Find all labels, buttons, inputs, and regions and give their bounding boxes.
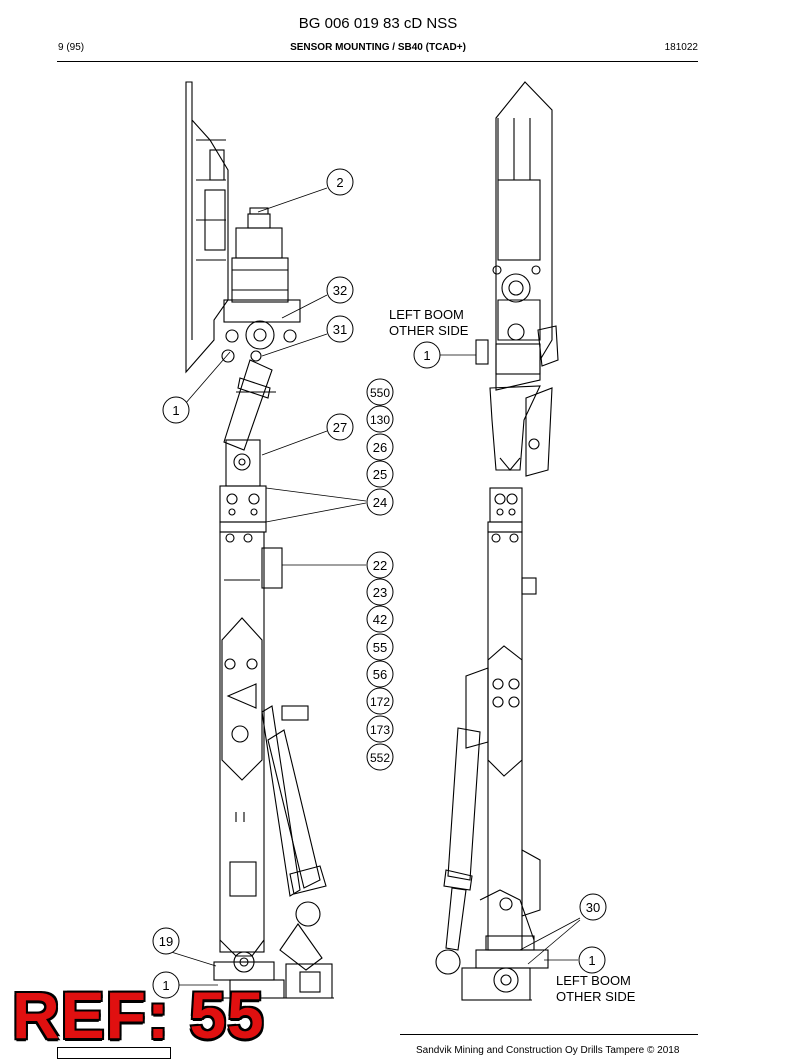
part-callout-circle xyxy=(366,405,394,433)
part-callout-circle xyxy=(366,687,394,715)
ref-label: REF: 55 xyxy=(12,978,265,1052)
callout-31: 31 xyxy=(333,322,347,337)
callout-19: 19 xyxy=(159,934,173,949)
callout-1: 1 xyxy=(172,403,179,418)
callout-1: 1 xyxy=(162,978,169,993)
part-callout-130: 130 xyxy=(370,413,390,427)
left-boom-note-lower: LEFT BOOM OTHER SIDE xyxy=(556,973,635,1005)
header-rule xyxy=(57,61,698,62)
right-wrist xyxy=(489,385,541,471)
part-callout-42: 42 xyxy=(373,612,387,627)
callout-1: 1 xyxy=(588,953,595,968)
part-callout-circle xyxy=(366,743,394,771)
part-callout-172: 172 xyxy=(370,695,390,709)
part-callout-circle xyxy=(366,433,394,461)
part-callout-23: 23 xyxy=(373,585,387,600)
callout-1: 1 xyxy=(423,348,430,363)
note-line: OTHER SIDE xyxy=(389,323,469,338)
footer-rule xyxy=(400,1034,698,1035)
upper-cylinder xyxy=(223,359,273,451)
note-line: LEFT BOOM xyxy=(389,307,464,322)
part-callout-circle xyxy=(366,715,394,743)
part-callout-550: 550 xyxy=(370,386,390,400)
part-callout-173: 173 xyxy=(370,723,390,737)
section-title: SENSOR MOUNTING / SB40 (TCAD+) xyxy=(290,42,466,53)
sandvik-logo xyxy=(57,1047,171,1059)
callout-22: 22 xyxy=(373,558,387,573)
part-callout-circle xyxy=(366,460,394,488)
document-date: 181022 xyxy=(664,42,698,53)
footer-copyright: Sandvik Mining and Construction Oy Drill… xyxy=(416,1045,680,1056)
part-callout-55: 55 xyxy=(373,640,387,655)
callout-27: 27 xyxy=(333,420,347,435)
callout-30: 30 xyxy=(586,900,600,915)
part-callout-552: 552 xyxy=(370,751,390,765)
right-boom-main xyxy=(487,531,523,951)
left-top-bracket xyxy=(185,81,229,374)
part-callout-circle xyxy=(366,578,394,606)
callout-24: 24 xyxy=(373,495,387,510)
right-cylinder xyxy=(447,727,481,881)
note-line: OTHER SIDE xyxy=(556,989,636,1004)
page-number: 9 (95) xyxy=(58,42,85,53)
callout-32: 32 xyxy=(333,283,347,298)
part-callout-circle xyxy=(366,660,394,688)
part-callout-26: 26 xyxy=(373,440,387,455)
note-line: LEFT BOOM xyxy=(556,973,631,988)
callout-2: 2 xyxy=(336,175,343,190)
right-boom-joint-upper xyxy=(489,487,523,523)
lower-strut xyxy=(261,705,301,897)
part-callout-25: 25 xyxy=(373,467,387,482)
part-callout-circle xyxy=(366,633,394,661)
part-callout-circle xyxy=(366,605,394,633)
part-callout-56: 56 xyxy=(373,667,387,682)
sensor-body xyxy=(235,227,283,259)
left-boom-note-upper: LEFT BOOM OTHER SIDE xyxy=(389,307,468,339)
left-boom-joint-upper xyxy=(219,485,267,523)
part-callout-circle xyxy=(366,378,394,406)
parts-column: 550 130 26 25 23 42 55 56 172 173 552 xyxy=(366,378,394,771)
document-title: BG 006 019 83 cD NSS xyxy=(298,15,458,32)
